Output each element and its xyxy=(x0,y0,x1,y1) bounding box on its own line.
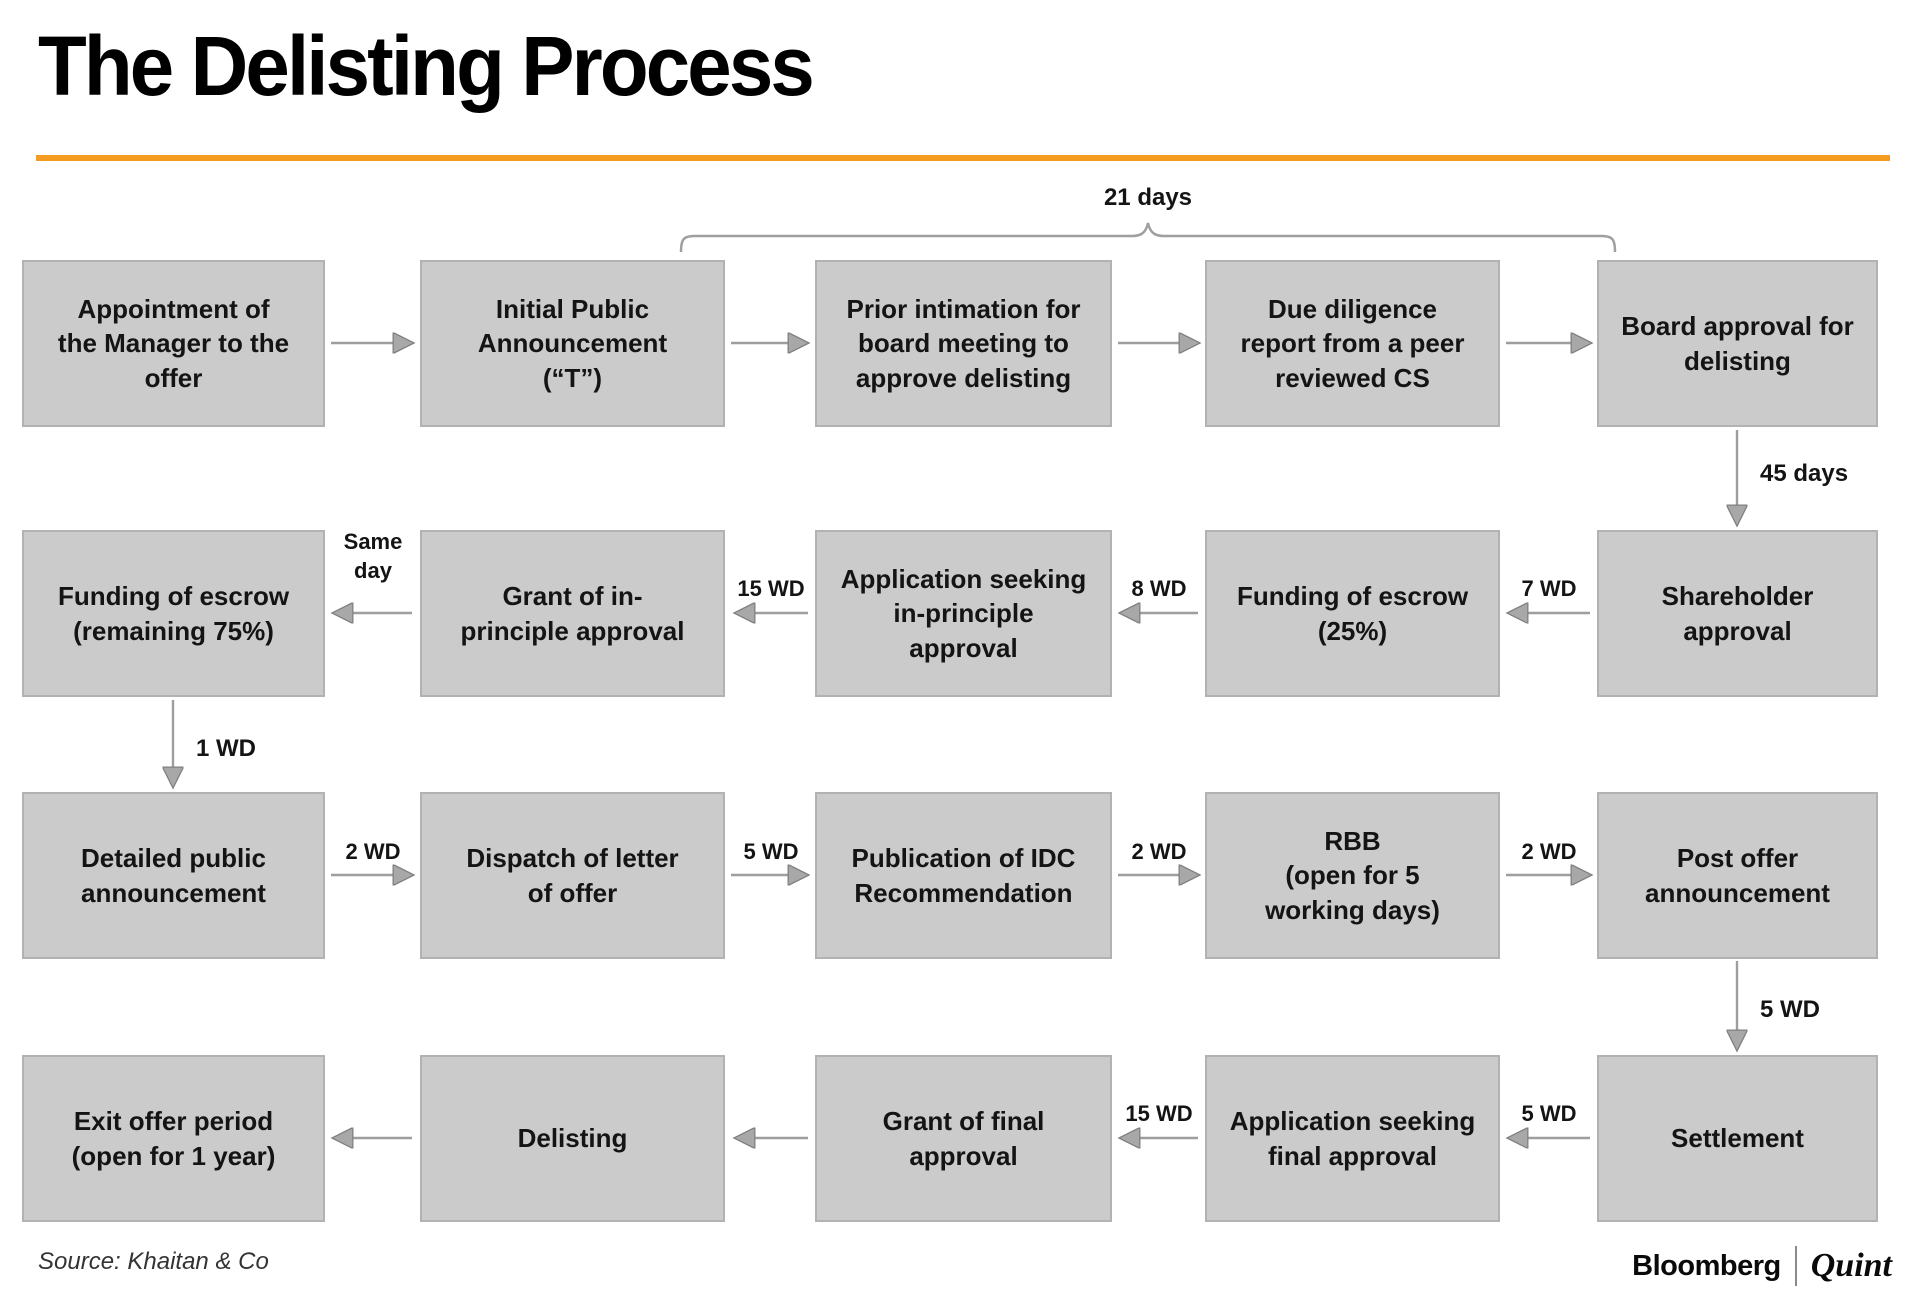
box-application-in-principle: Application seeking in-principle approva… xyxy=(815,530,1112,697)
box-funding-escrow-75: Funding of escrow (remaining 75%) xyxy=(22,530,325,697)
box-shareholder-approval: Shareholder approval xyxy=(1597,530,1878,697)
duration-label-5-wd: 5 WD xyxy=(1521,1101,1577,1126)
bloomberg-logo: Bloomberg xyxy=(1632,1249,1781,1282)
box-grant-in-principle-approval: Grant of in- principle approval xyxy=(420,530,725,697)
box-dispatch-letter-of-offer: Dispatch of letter of offer xyxy=(420,792,725,959)
duration-label-21-days: 21 days xyxy=(1103,184,1193,211)
duration-label-1-wd: 1 WD xyxy=(196,735,256,762)
duration-label-5-wd: 5 WD xyxy=(743,839,799,864)
brand-lockup: Bloomberg Quint xyxy=(1632,1246,1892,1286)
box-publication-idc-recommendation: Publication of IDC Recommendation xyxy=(815,792,1112,959)
box-detailed-public-announcement: Detailed public announcement xyxy=(22,792,325,959)
box-appointment-of-manager: Appointment of the Manager to the offer xyxy=(22,260,325,427)
duration-label-15-wd: 15 WD xyxy=(1125,1101,1193,1126)
quint-logo: Quint xyxy=(1810,1247,1892,1284)
box-application-final-approval: Application seeking final approval xyxy=(1205,1055,1500,1222)
box-prior-intimation-board-meeting: Prior intimation for board meeting to ap… xyxy=(815,260,1112,427)
box-funding-escrow-25: Funding of escrow (25%) xyxy=(1205,530,1500,697)
page-title: The Delisting Process xyxy=(38,19,815,113)
duration-label-2-wd: 2 WD xyxy=(1521,839,1577,864)
duration-label-7-wd: 7 WD xyxy=(1521,576,1577,601)
box-board-approval: Board approval for delisting xyxy=(1597,260,1878,427)
box-settlement: Settlement xyxy=(1597,1055,1878,1222)
box-rbb: RBB (open for 5 working days) xyxy=(1205,792,1500,959)
duration-label-45-days: 45 days xyxy=(1760,460,1849,487)
brand-separator xyxy=(1794,1246,1797,1286)
duration-label-2-wd: 2 WD xyxy=(1131,839,1187,864)
source-note: Source: Khaitan & Co xyxy=(38,1248,269,1275)
box-due-diligence-report: Due diligence report from a peer reviewe… xyxy=(1205,260,1500,427)
title-underline xyxy=(36,155,1890,161)
box-delisting: Delisting xyxy=(420,1055,725,1222)
box-initial-public-announcement: Initial Public Announcement (“T”) xyxy=(420,260,725,427)
duration-label-5-wd: 5 WD xyxy=(1760,996,1820,1023)
box-grant-final-approval: Grant of final approval xyxy=(815,1055,1112,1222)
duration-label-8-wd: 8 WD xyxy=(1131,576,1187,601)
box-exit-offer-period: Exit offer period (open for 1 year) xyxy=(22,1055,325,1222)
duration-label-2-wd: 2 WD xyxy=(345,839,401,864)
box-post-offer-announcement: Post offer announcement xyxy=(1597,792,1878,959)
bracket-21-days xyxy=(679,222,1617,253)
duration-label-15-wd: 15 WD xyxy=(737,576,805,601)
duration-label-same-day: Same day xyxy=(343,529,403,583)
